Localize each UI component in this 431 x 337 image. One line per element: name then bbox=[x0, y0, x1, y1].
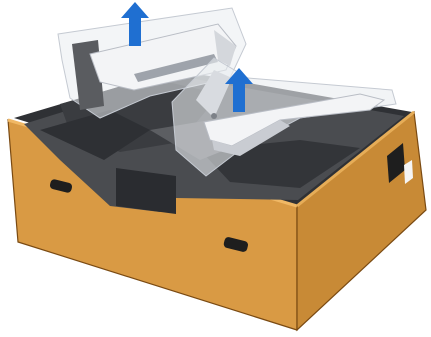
stand-screw bbox=[211, 113, 217, 119]
foam-slot bbox=[116, 168, 176, 214]
